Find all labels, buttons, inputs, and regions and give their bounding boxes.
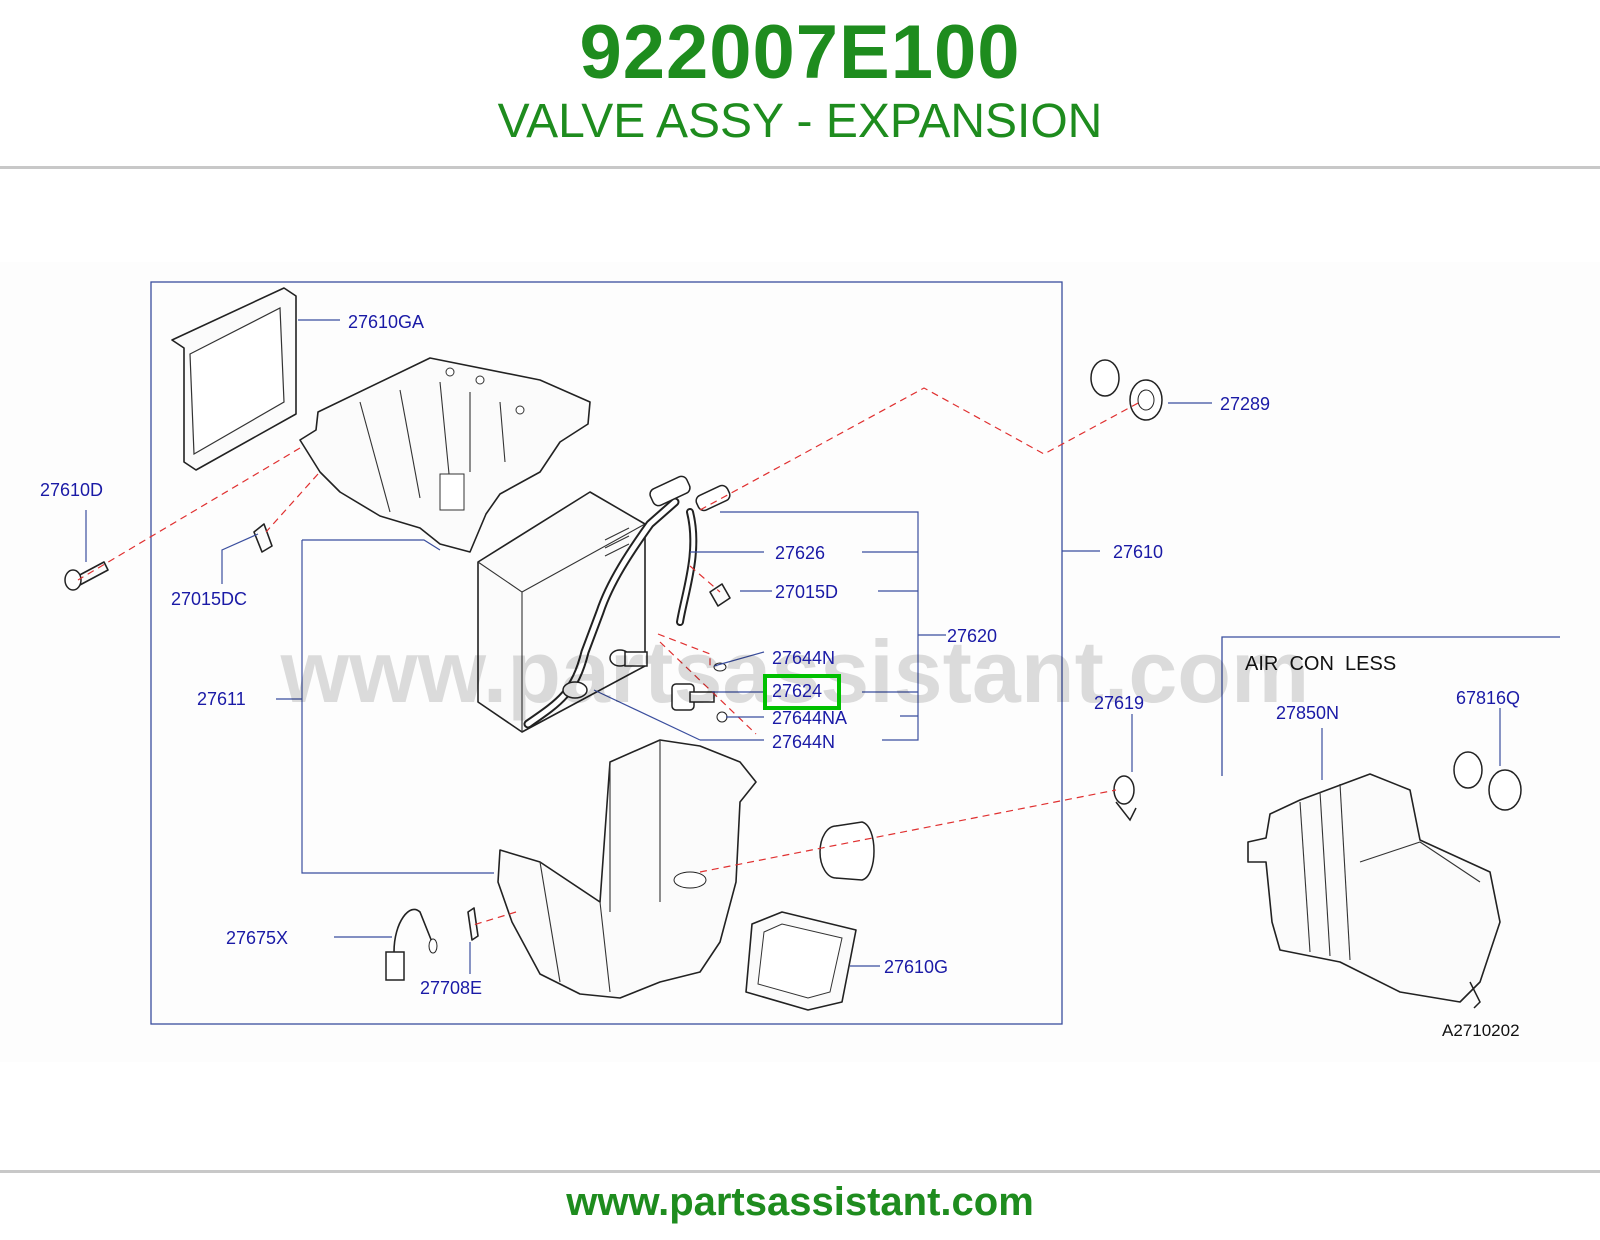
callout-27619[interactable]: 27619 — [1094, 693, 1144, 713]
sensor-27675x-part — [385, 908, 438, 981]
screw-27610d-part — [64, 561, 109, 591]
assembly-frame — [150, 281, 1063, 1025]
callout-27644N-upper[interactable]: 27644N — [772, 648, 835, 668]
cylinder-part — [819, 821, 875, 881]
figure-code: A2710202 — [1442, 1021, 1520, 1040]
upper-case-part — [299, 357, 591, 553]
case-27850n-part — [1247, 773, 1501, 1009]
page-header: 922007E100 VALVE ASSY - EXPANSION — [0, 0, 1600, 166]
callout-27610[interactable]: 27610 — [1113, 542, 1163, 562]
filter-frame-upper-part — [171, 287, 297, 471]
footer-website-link[interactable]: www.partsassistant.com — [566, 1180, 1034, 1224]
grommet-67816q-part — [1453, 751, 1522, 811]
callout-27620[interactable]: 27620 — [947, 626, 997, 646]
highlight-box — [763, 674, 841, 710]
clip-27015dc-part — [253, 523, 273, 553]
assembly-dash-lines — [77, 387, 1141, 927]
evaporator-piping-part — [523, 475, 731, 729]
part-name-subtitle: VALVE ASSY - EXPANSION — [497, 95, 1103, 148]
lower-case-part — [497, 739, 757, 999]
footer-divider — [0, 1170, 1600, 1173]
watermark: www.partsassistant.com — [280, 622, 1310, 721]
clip-27708e-part — [467, 907, 479, 941]
callout-27610D[interactable]: 27610D — [40, 480, 103, 500]
callout-27610GA[interactable]: 27610GA — [348, 312, 424, 332]
parts-diagram: www.partsassistant.com 27610GA 27610D 27… — [0, 262, 1600, 1062]
callout-27015D[interactable]: 27015D — [775, 582, 838, 602]
callout-27015DC[interactable]: 27015DC — [171, 589, 247, 609]
callout-27626[interactable]: 27626 — [775, 543, 825, 563]
filter-frame-lower-part — [745, 911, 857, 1011]
callout-27644NA[interactable]: 27644NA — [772, 708, 847, 728]
part-number-title: 922007E100 — [579, 10, 1021, 95]
callout-27624[interactable]: 27624 — [772, 681, 822, 701]
section-label-air-con-less: AIR CON LESS — [1245, 653, 1396, 675]
aircon-less-frame — [1221, 636, 1560, 776]
expansion-valve-part — [609, 649, 728, 723]
header-divider — [0, 166, 1600, 169]
callout-27850N[interactable]: 27850N — [1276, 703, 1339, 723]
callout-27610G[interactable]: 27610G — [884, 957, 948, 977]
callout-27708E[interactable]: 27708E — [420, 978, 482, 998]
callout-27611[interactable]: 27611 — [197, 689, 246, 709]
callout-27675X[interactable]: 27675X — [226, 928, 288, 948]
callout-27289[interactable]: 27289 — [1220, 394, 1270, 414]
leader-lines — [85, 319, 1501, 974]
grommet-27289-part — [1090, 359, 1163, 421]
callout-27644N-lower[interactable]: 27644N — [772, 732, 835, 752]
clip-27015d-part — [709, 583, 731, 607]
callout-67816Q[interactable]: 67816Q — [1456, 688, 1520, 708]
